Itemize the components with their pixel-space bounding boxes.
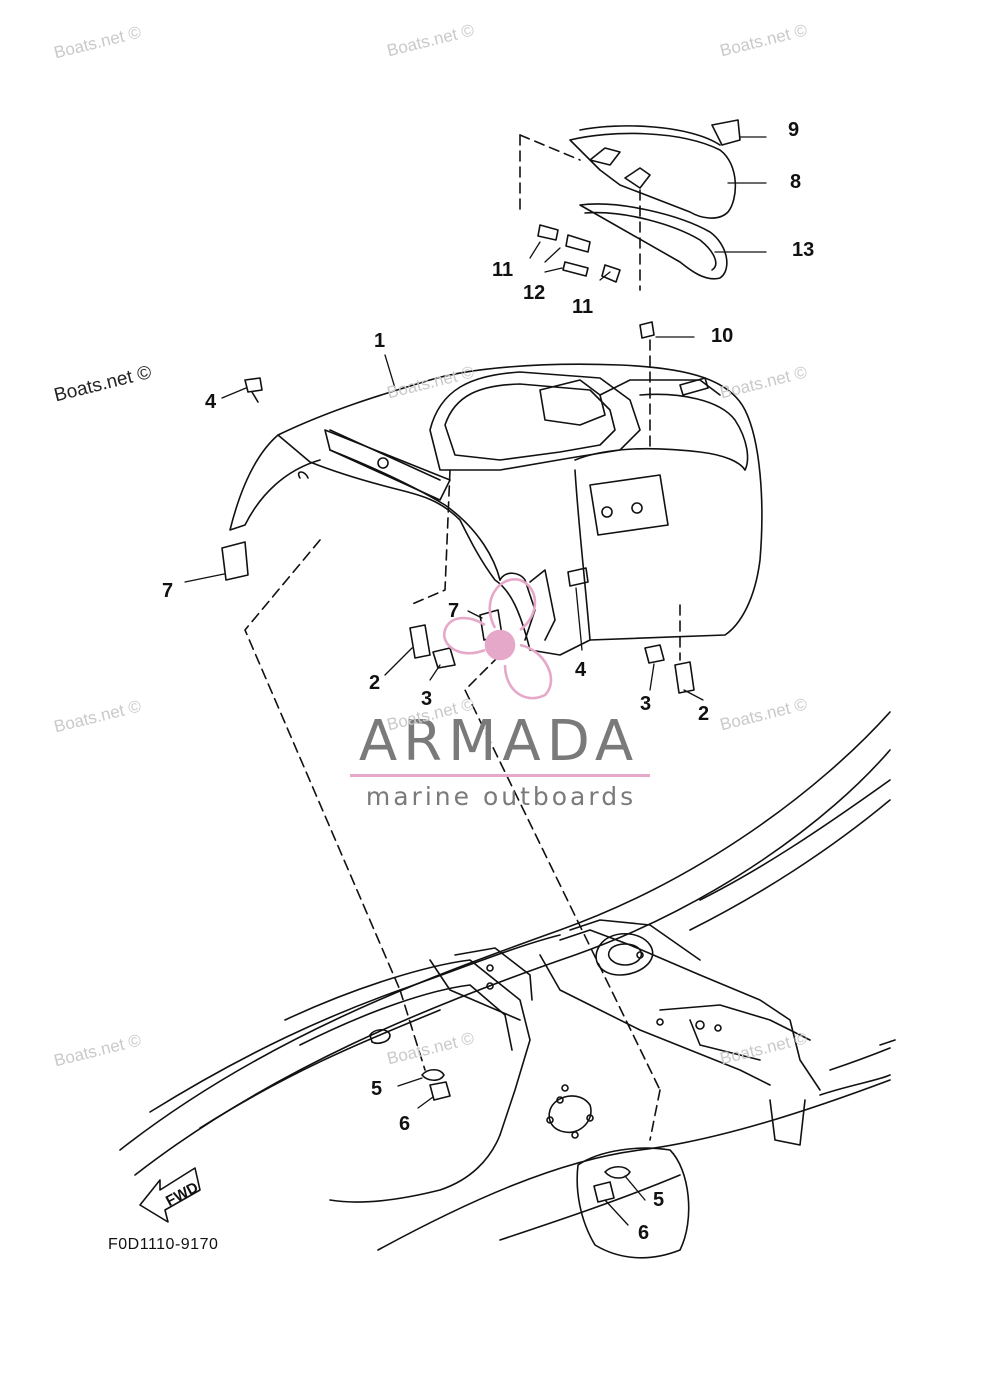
hull-frame: [119, 711, 896, 1259]
logo-subtitle: marine outboards: [365, 782, 637, 811]
logo-title: ARMADA: [358, 709, 640, 774]
fwd-arrow: [139, 1167, 201, 1223]
callout-2: 2: [369, 672, 381, 694]
pointer-lines: [184, 136, 767, 1226]
callout-11: 11: [492, 259, 514, 281]
callout-9: 9: [788, 119, 800, 141]
callout-4: 4: [575, 659, 587, 681]
logo-divider: [350, 774, 650, 777]
callout-13: 13: [792, 239, 815, 261]
callout-7: 7: [448, 600, 460, 622]
callout-1: 1: [374, 330, 386, 352]
callout-11: 11: [572, 296, 594, 318]
callout-6: 6: [399, 1113, 411, 1135]
callout-10: 10: [711, 325, 734, 347]
front-cover: [229, 363, 763, 656]
upper-cover: [537, 119, 741, 339]
armada-propeller-logo: [442, 578, 553, 700]
fwd-label: FWD: [163, 1179, 201, 1210]
callout-7: 7: [162, 580, 174, 602]
callout-3: 3: [640, 693, 652, 715]
callout-5: 5: [653, 1189, 665, 1211]
hardware: [221, 377, 695, 1203]
callout-4: 4: [205, 391, 217, 413]
callout-3: 3: [421, 688, 433, 710]
callout-8: 8: [790, 171, 802, 193]
leader-lines: [244, 134, 681, 1141]
callout-2: 2: [698, 703, 710, 725]
callout-6: 6: [638, 1222, 650, 1244]
callout-12: 12: [523, 282, 546, 304]
callout-5: 5: [371, 1078, 383, 1100]
diagram-code: F0D1110-9170: [108, 1236, 219, 1253]
